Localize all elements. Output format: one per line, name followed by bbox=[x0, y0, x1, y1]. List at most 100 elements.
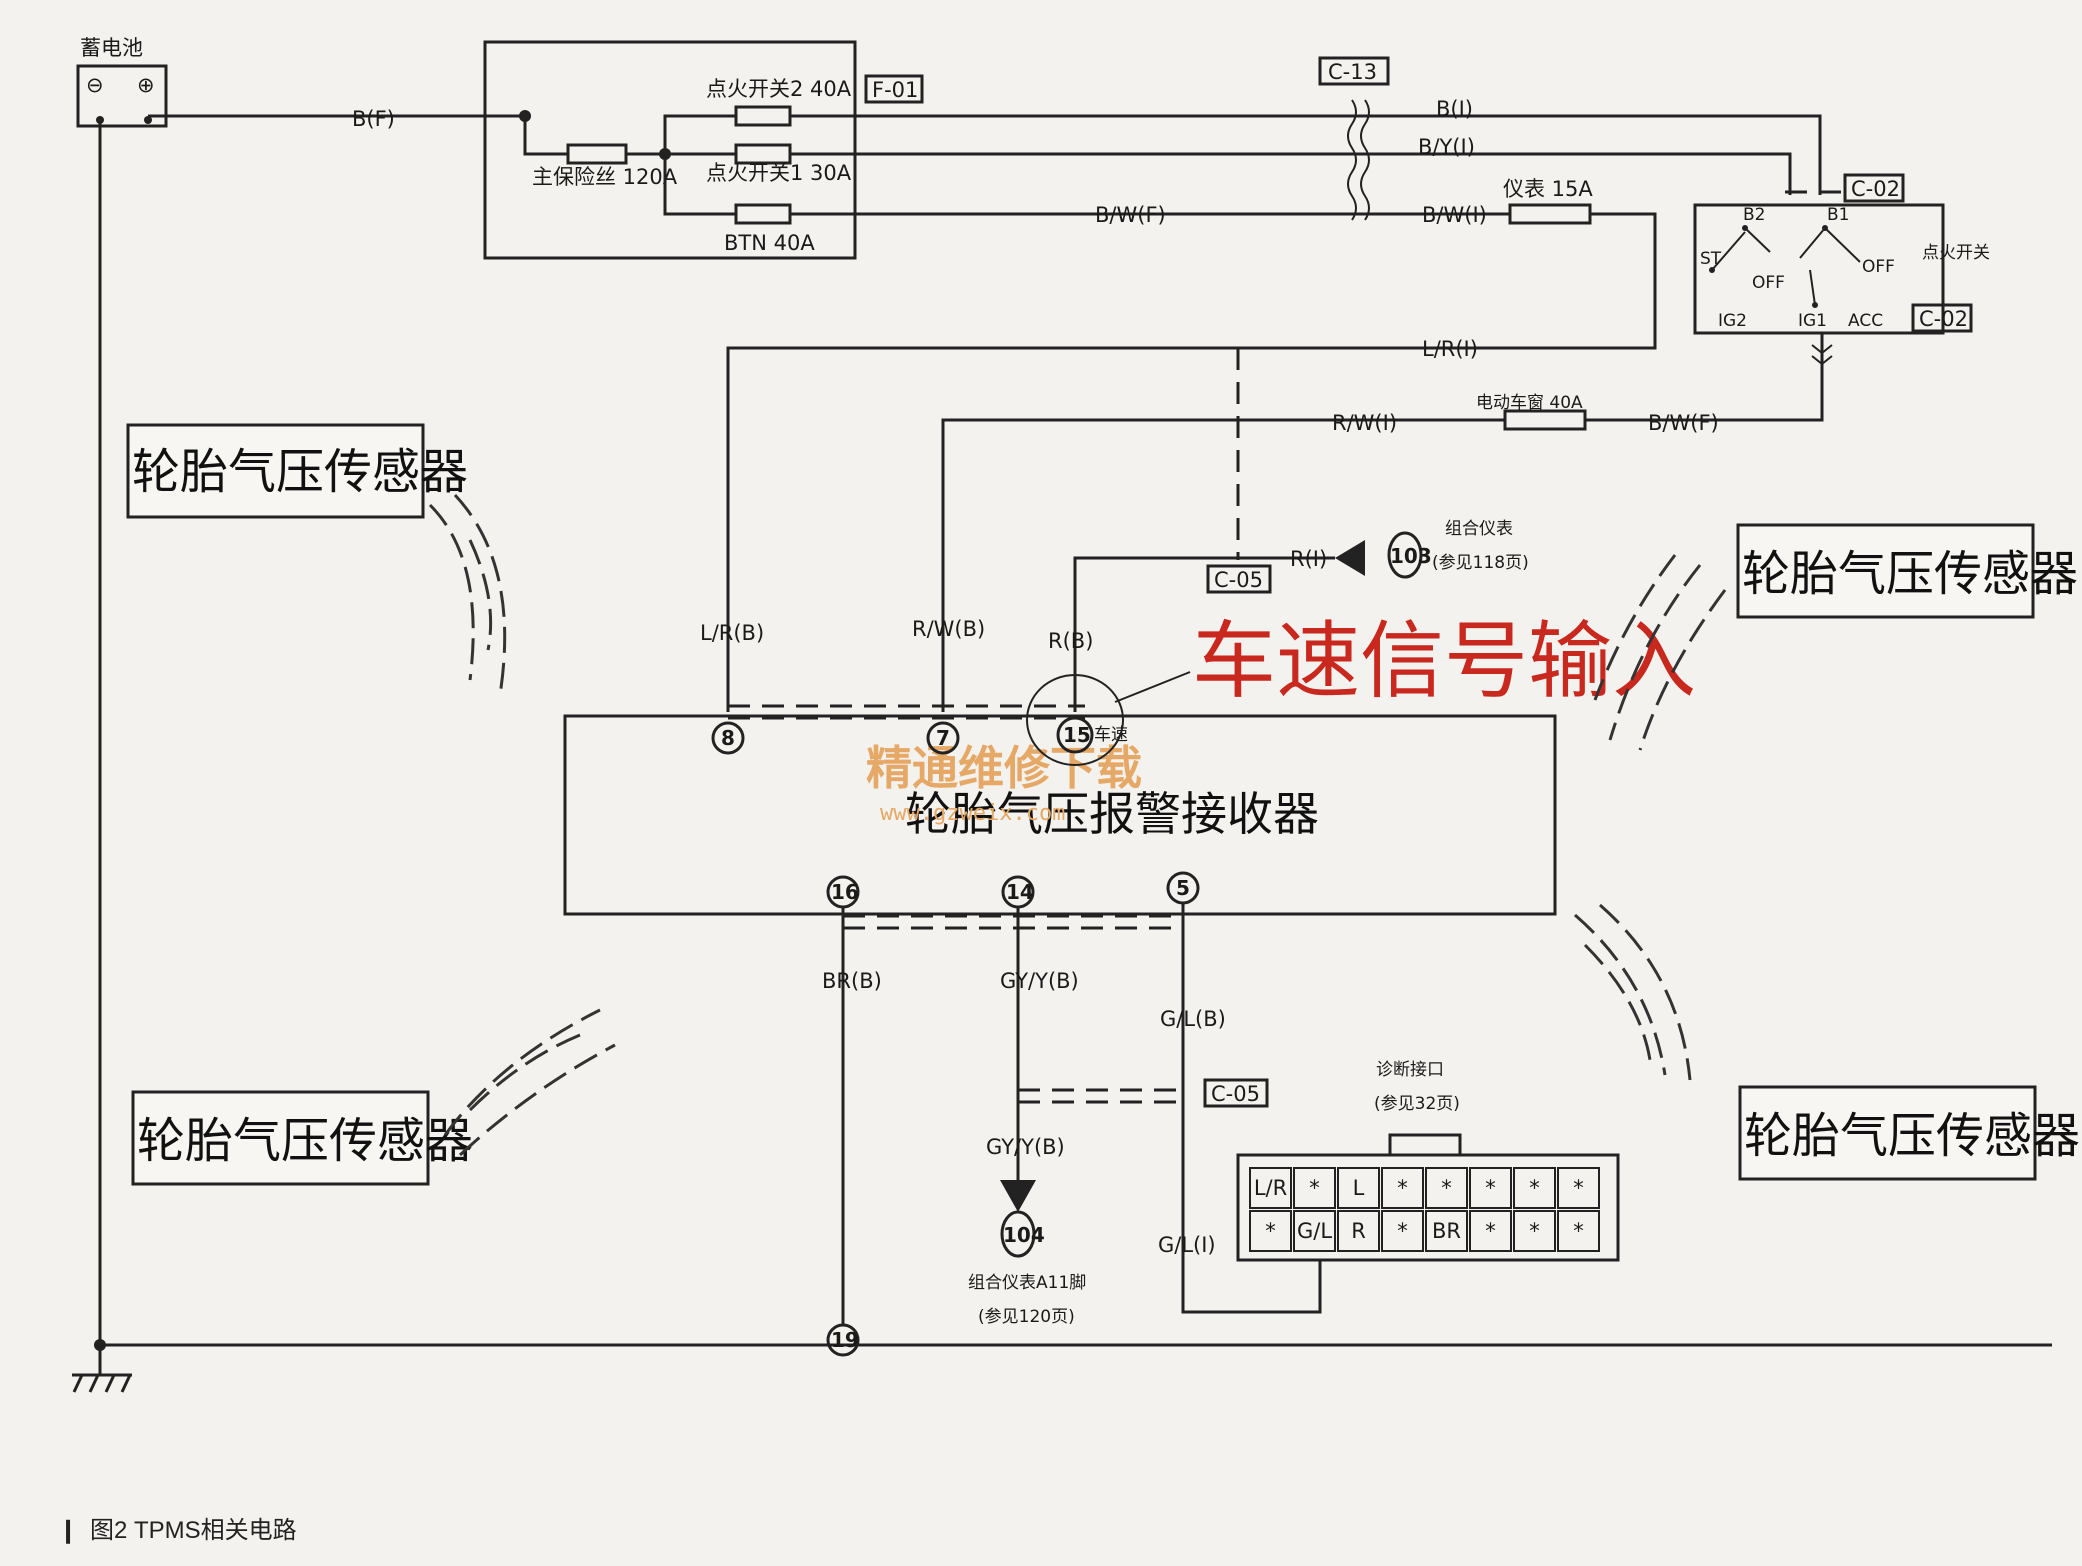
diag-pin-cell bbox=[1381, 1210, 1424, 1252]
wire-label-bwf-right: B/W(F) bbox=[1648, 411, 1719, 435]
speed-callout-ring bbox=[1026, 674, 1124, 766]
connector-c02-top-label: C-02 bbox=[1851, 177, 1900, 201]
wire-label-gyyb: GY/Y(B) bbox=[1000, 969, 1079, 993]
battery-minus-terminal: ⊖ bbox=[86, 73, 104, 97]
diag-pin-cell bbox=[1249, 1210, 1292, 1252]
ignition-switch-frame bbox=[1693, 203, 1945, 335]
meter-ref-page: (参见118页) bbox=[1432, 553, 1529, 573]
wire-to-main-fuse bbox=[523, 116, 568, 156]
caption-marker: ❙ bbox=[58, 1517, 78, 1544]
diag-pin-cell bbox=[1381, 1167, 1424, 1209]
diag-pin-label: * bbox=[1573, 1219, 1584, 1243]
pin-15-label: 15 bbox=[1063, 723, 1091, 747]
meter-ref-number: 103 bbox=[1390, 544, 1432, 568]
ignition-contacts bbox=[1711, 227, 1861, 306]
fuse-ig1-label: 点火开关1 30A bbox=[706, 161, 852, 185]
speed-signal-callout: 车速信号输入 bbox=[1192, 612, 1696, 710]
diag-title: 诊断接口 bbox=[1376, 1060, 1444, 1080]
wire-label-rwb: R/W(B) bbox=[912, 617, 985, 641]
battery: 蓄电池 ⊖ ⊕ bbox=[76, 36, 168, 128]
wire-label-rwi: R/W(I) bbox=[1332, 411, 1397, 435]
wire-label-bwf-left: B/W(F) bbox=[1095, 203, 1166, 227]
pin-15-speed-tag: 车速 bbox=[1094, 725, 1128, 745]
wire-label-glb: G/L(B) bbox=[1160, 1007, 1226, 1031]
main-fuse-label: 主保险丝 120A bbox=[532, 165, 678, 189]
ignition-off-left: OFF bbox=[1752, 273, 1785, 293]
fuse-ig2-label: 点火开关2 40A bbox=[706, 77, 852, 101]
tire-sensor-box-4 bbox=[1738, 1085, 2037, 1181]
wire-gl-to-diag bbox=[1181, 903, 1322, 1314]
diag-pin-cell bbox=[1557, 1167, 1600, 1209]
wire-byi-to-ignition bbox=[790, 152, 1792, 195]
ignition-off-right: OFF bbox=[1862, 257, 1895, 277]
diag-pin-label: * bbox=[1529, 1219, 1540, 1243]
wire-label-gli: G/L(I) bbox=[1158, 1233, 1216, 1257]
fuse-box: F-01 主保险丝 120A 点火开关2 40A 点火开关1 30A BTN 4… bbox=[483, 40, 924, 260]
diag-pin-label: * bbox=[1441, 1176, 1452, 1200]
tire-sensor-label-1: 轮胎气压传感器 bbox=[132, 444, 468, 500]
pin-7 bbox=[926, 721, 960, 755]
diag-pin-cell bbox=[1469, 1210, 1512, 1252]
pin-15 bbox=[1056, 716, 1094, 754]
fuse-meter-label: 仪表 15A bbox=[1503, 177, 1593, 201]
wire-label-lri: L/R(I) bbox=[1422, 337, 1478, 361]
tire-sensor-box-1 bbox=[126, 423, 425, 519]
fuse-window-40a bbox=[1503, 409, 1587, 431]
ignition-switch: C-02 C-02 点火开关 B2 B1 ST OFF OFF IG2 IG1 … bbox=[1693, 173, 1990, 335]
diag-pin-label: * bbox=[1397, 1219, 1408, 1243]
connector-c13-label: C-13 bbox=[1328, 60, 1377, 84]
wire-label-bwi: B/W(I) bbox=[1422, 203, 1487, 227]
connector-c02-bottom bbox=[1911, 303, 1973, 333]
pin-5-label: 5 bbox=[1176, 876, 1190, 900]
meter-a11-number: 104 bbox=[1003, 1223, 1045, 1247]
wire-label-bi: B(I) bbox=[1436, 97, 1473, 121]
ignition-b1: B1 bbox=[1827, 205, 1849, 225]
diag-pin-cell bbox=[1469, 1167, 1512, 1209]
meter-a11-title: 组合仪表A11脚 bbox=[968, 1273, 1086, 1293]
diag-connector-frame bbox=[1236, 1153, 1620, 1262]
meter-a11-arrow bbox=[1000, 1180, 1036, 1212]
diag-pin-label: * bbox=[1397, 1176, 1408, 1200]
connector-f01-label: F-01 bbox=[872, 78, 918, 102]
fuse-btn-40a bbox=[734, 203, 792, 225]
ignition-switch-label: 点火开关 bbox=[1922, 243, 1990, 263]
fuse-window-label: 电动车窗 40A bbox=[1476, 393, 1583, 413]
diag-pin-cell bbox=[1557, 1210, 1600, 1252]
pin-7-label: 7 bbox=[936, 726, 950, 750]
battery-label: 蓄电池 bbox=[80, 36, 143, 60]
receiver-title: 轮胎气压报警接收器 bbox=[905, 787, 1319, 841]
wire-label-rb: R(B) bbox=[1048, 629, 1093, 653]
ignition-st: ST bbox=[1700, 249, 1722, 269]
speed-callout-leader bbox=[1114, 671, 1191, 703]
diag-pin-label: G/L bbox=[1297, 1219, 1332, 1243]
diag-pin-label: BR bbox=[1432, 1219, 1461, 1243]
ignition-ig1: IG1 bbox=[1798, 311, 1827, 331]
diag-pin-label: * bbox=[1309, 1176, 1320, 1200]
tire-sensor-box-3 bbox=[131, 1090, 430, 1186]
diag-pin-label: L bbox=[1353, 1176, 1365, 1200]
pin-19-label: 19 bbox=[831, 1328, 859, 1352]
battery-plus-post bbox=[144, 116, 152, 124]
fuse-btn-label: BTN 40A bbox=[724, 231, 815, 255]
wire-to-ig2-fuse bbox=[663, 114, 736, 154]
connector-c02-bottom-break bbox=[1811, 344, 1833, 366]
ignition-ig2: IG2 bbox=[1718, 311, 1747, 331]
radio-wave-icon-3 bbox=[443, 1008, 616, 1157]
wire-ignition-to-window-fuse bbox=[1690, 333, 1824, 422]
wire-label-ri: R(I) bbox=[1290, 547, 1327, 571]
speed-signal-arrow bbox=[1335, 540, 1365, 576]
tpms-receiver-box bbox=[563, 714, 1557, 916]
diag-ref: (参见32页) bbox=[1374, 1094, 1460, 1114]
diag-pin-label: * bbox=[1265, 1219, 1276, 1243]
connector-c02-top bbox=[1843, 173, 1905, 203]
pin-19 bbox=[826, 1323, 860, 1357]
diag-pin-label: * bbox=[1485, 1219, 1496, 1243]
connector-f01 bbox=[864, 74, 924, 104]
battery-body bbox=[76, 64, 168, 128]
meter-a11-badge bbox=[1000, 1210, 1036, 1258]
wire-label-brb: BR(B) bbox=[822, 969, 882, 993]
wire-bi-to-ignition bbox=[790, 114, 1822, 195]
pin-8-label: 8 bbox=[721, 726, 735, 750]
connector-c13-break bbox=[1347, 99, 1370, 221]
